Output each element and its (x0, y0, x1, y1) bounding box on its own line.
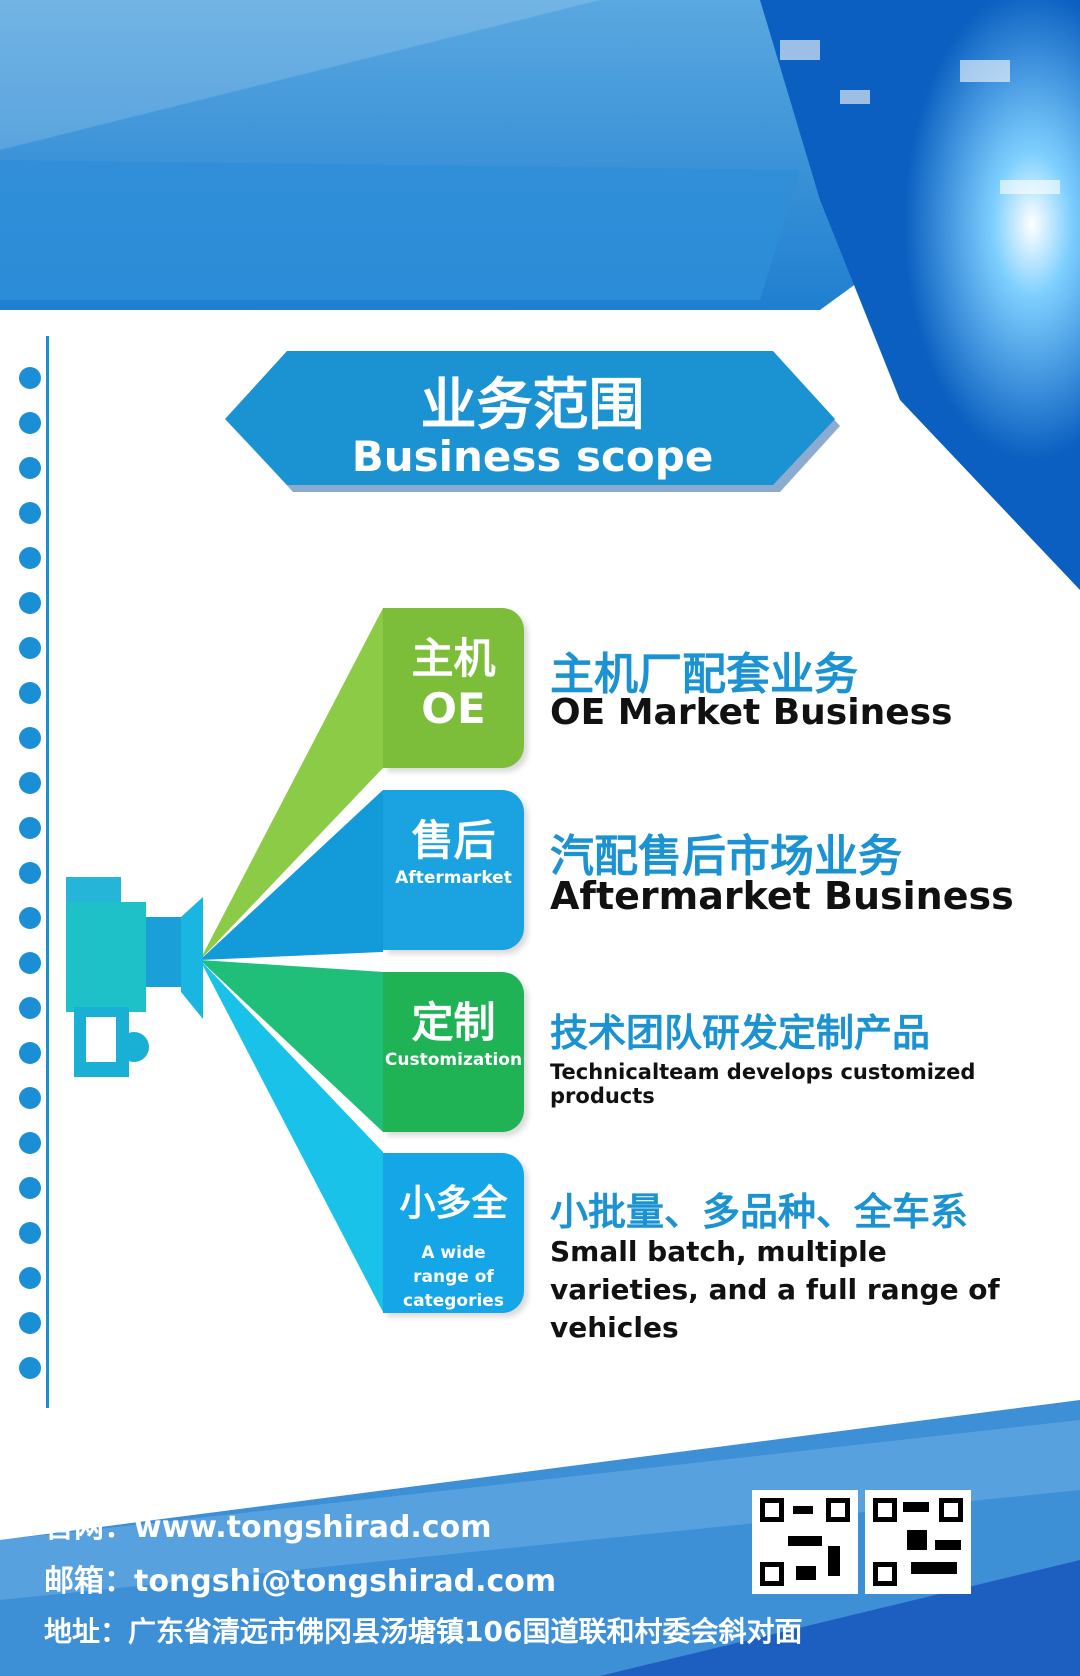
timeline-dot (19, 457, 41, 479)
item-subtitle: Small batch, multiple varieties, and a f… (550, 1235, 1000, 1344)
timeline-dot (19, 637, 41, 659)
megaphone-icon (66, 877, 203, 1077)
footer-background (0, 1400, 1080, 1676)
timeline-dot (19, 1222, 41, 1244)
page-subtitle: Business scope (351, 432, 714, 481)
timeline-dot (19, 817, 41, 839)
qr-code-2 (865, 1490, 971, 1594)
email-text[interactable]: 邮箱：tongshi@tongshirad.com (44, 1564, 557, 1599)
megaphone-rays (200, 608, 383, 1312)
item-tag-box: 主机 OE (383, 608, 524, 768)
item-tag-cn: 售后 (411, 816, 496, 865)
item-subtitle: Aftermarket Business (550, 874, 1014, 918)
timeline-dot (19, 547, 41, 569)
item-subtitle: Technicalteam develops customized produc… (550, 1060, 976, 1108)
item-tag-box: 小多全 A wide range of categories (383, 1153, 524, 1313)
timeline-dot (19, 502, 41, 524)
timeline-dot (19, 1312, 41, 1334)
timeline-dot (19, 682, 41, 704)
timeline-line (46, 336, 49, 1408)
item-title: 技术团队研发定制产品 (550, 1011, 931, 1055)
qr-code-icon (871, 1496, 965, 1588)
top-banner-background (0, 0, 1080, 590)
website-text[interactable]: 官网：www.tongshirad.com (44, 1510, 492, 1545)
timeline-dot (19, 862, 41, 884)
timeline-dot (19, 1267, 41, 1289)
item-subtitle: OE Market Business (550, 692, 953, 733)
timeline-dot (19, 1042, 41, 1064)
item-title: 主机厂配套业务 (550, 649, 858, 700)
item-tag-en: OE (421, 684, 486, 733)
item-tag-box: 售后 Aftermarket (383, 790, 524, 950)
timeline-dot (19, 952, 41, 974)
timeline-dot (19, 1087, 41, 1109)
timeline-dot (19, 1132, 41, 1154)
timeline-dot (19, 727, 41, 749)
timeline-dot (19, 592, 41, 614)
qr-code-1 (752, 1490, 858, 1594)
timeline-dot (19, 772, 41, 794)
item-title: 小批量、多品种、全车系 (550, 1190, 969, 1234)
address-text: 地址：广东省清远市佛冈县汤塘镇106国道联和村委会斜对面 (44, 1615, 803, 1648)
item-tag-cn: 主机 (411, 634, 496, 683)
qr-code-icon (758, 1496, 852, 1588)
page-title: 业务范围 (420, 373, 645, 438)
item-tag-en: Aftermarket (395, 868, 512, 888)
timeline-dot (19, 367, 41, 389)
item-tag-en: Customization (384, 1050, 523, 1070)
item-tag-box: 定制 Customization (383, 972, 524, 1132)
timeline-dot (19, 412, 41, 434)
timeline-dot (19, 907, 41, 929)
item-tag-cn: 小多全 (399, 1183, 508, 1224)
timeline-dot (19, 1177, 41, 1199)
item-tag-en: A wide range of categories (403, 1243, 504, 1311)
timeline-dot (19, 997, 41, 1019)
header-banner-shape (225, 351, 840, 492)
item-tag-cn: 定制 (411, 998, 496, 1047)
item-title: 汽配售后市场业务 (550, 831, 902, 882)
timeline-dot (19, 1357, 41, 1379)
